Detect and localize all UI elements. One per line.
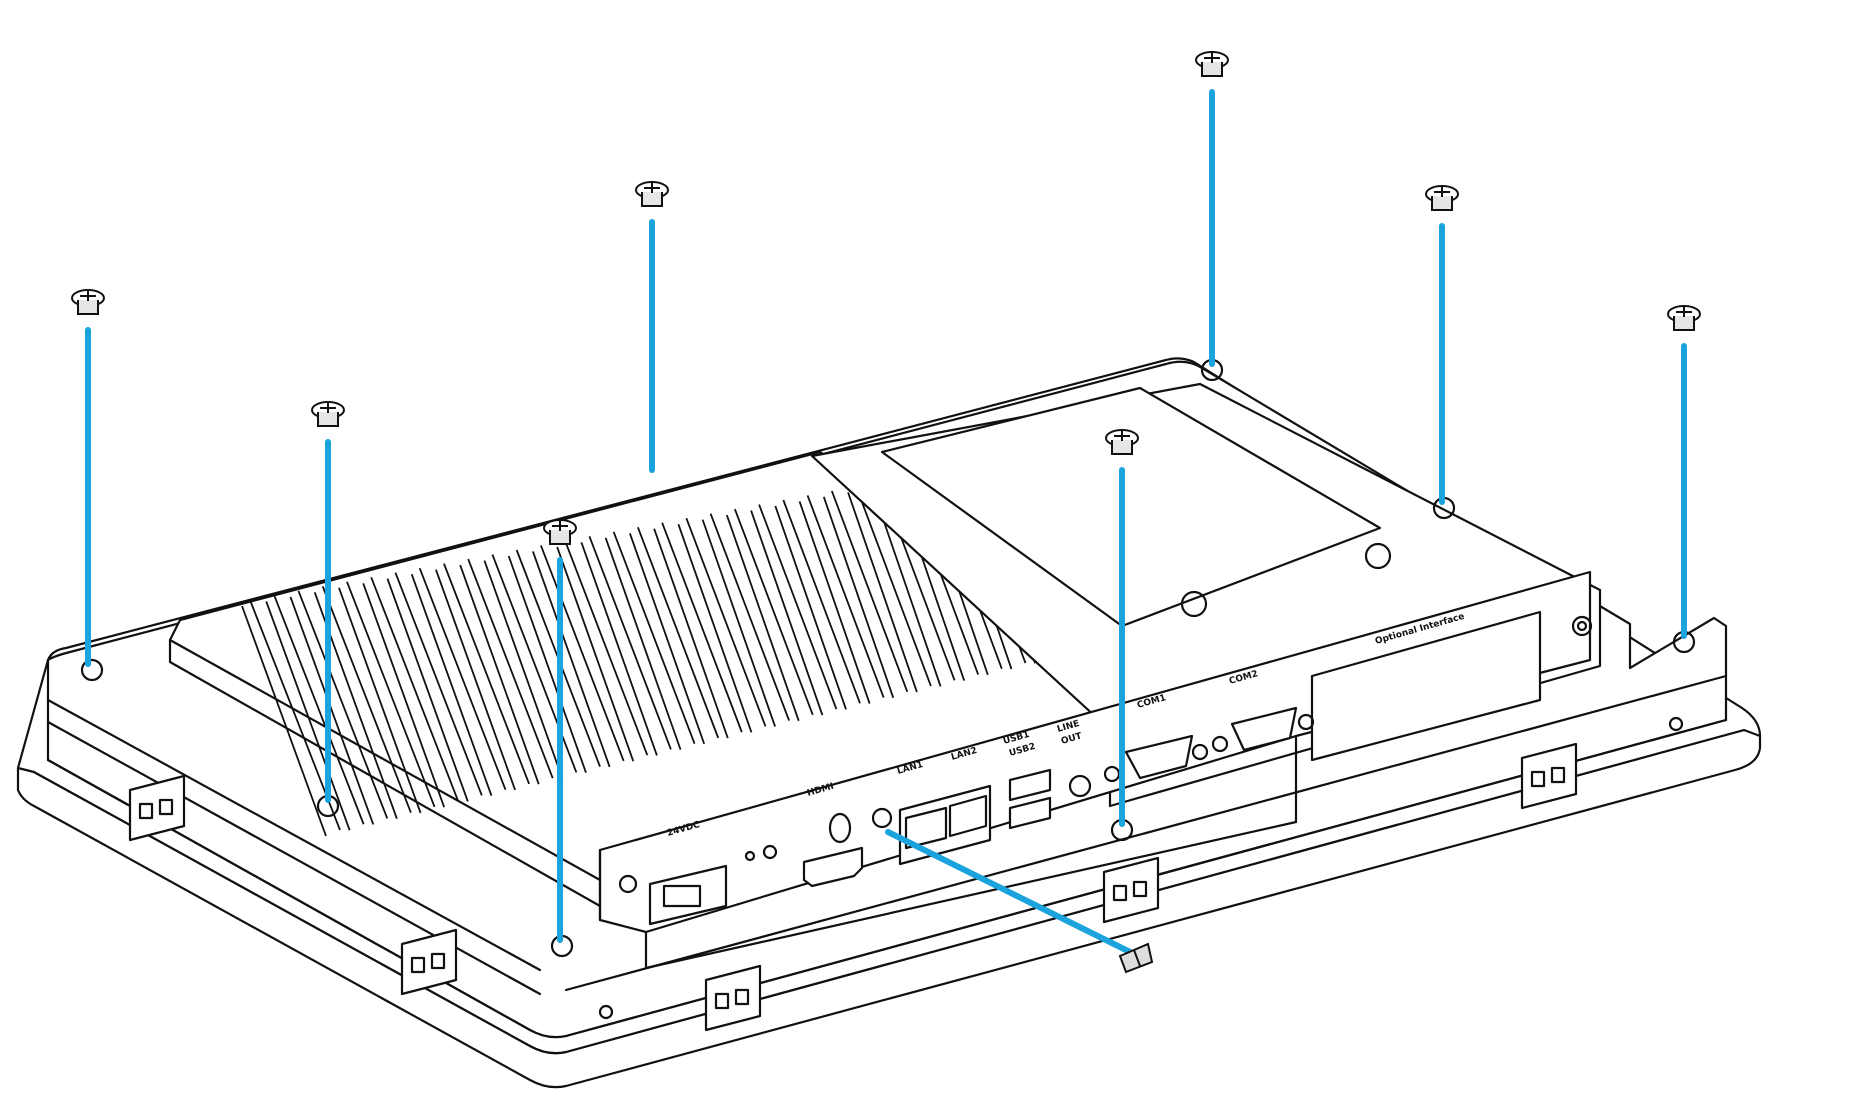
- side-screw: [1118, 942, 1154, 974]
- screw-icon: [1105, 429, 1139, 455]
- mount-hole-inner: [1576, 620, 1588, 632]
- com-screw: [1211, 735, 1229, 753]
- heatsink-fin: [289, 590, 389, 825]
- clip-tab: [704, 964, 762, 1032]
- heatsink-fin: [847, 486, 932, 693]
- heatsink-fin: [677, 517, 767, 733]
- clip-tab: [1520, 742, 1578, 810]
- heatsink-fin: [798, 495, 885, 704]
- heatsink-fin: [532, 545, 625, 768]
- heatsink-fin: [338, 581, 436, 814]
- audio-jack-icon: [871, 807, 893, 829]
- guide-line-side: [885, 829, 1133, 955]
- heatsink-fin: [362, 576, 460, 808]
- clip-tab: [128, 774, 186, 842]
- heatsink-fin: [435, 563, 530, 791]
- mounting-hole: [598, 1004, 614, 1020]
- clip-tabs: [128, 742, 1578, 1032]
- serial-port-icon: [1124, 734, 1194, 780]
- power-connector-icon: [648, 864, 728, 926]
- hdmi-port-icon: [802, 846, 864, 888]
- clip-tab: [400, 928, 458, 996]
- heatsink-fin: [653, 522, 743, 739]
- heatsink-fin: [701, 513, 790, 727]
- heatsink-fin: [725, 508, 814, 722]
- heatsink-fin: [459, 558, 554, 785]
- mount-hole: [1364, 542, 1392, 570]
- mounting-hole: [80, 658, 104, 682]
- screw-icon: [1195, 51, 1229, 77]
- heatsink-fin: [410, 567, 507, 797]
- heatsink-fin: [822, 490, 909, 699]
- com-screw: [1297, 713, 1315, 731]
- screw-icon: [635, 181, 669, 207]
- audio-jack-icon: [1068, 774, 1092, 798]
- heatsink-fin: [774, 499, 861, 710]
- heatsink-fin: [386, 572, 483, 802]
- ground-icon: [762, 844, 778, 860]
- serial-port-icon: [1230, 706, 1298, 752]
- heatsink-fin: [556, 540, 649, 762]
- heatsink-fin: [604, 531, 696, 750]
- ground-screw: [744, 850, 756, 862]
- heatsink-fin: [265, 595, 365, 831]
- housing-inner-line: [46, 674, 1728, 996]
- heatsink-fin: [580, 536, 672, 756]
- lan-port-icon: [948, 794, 988, 838]
- io-panel-lip: [598, 734, 1298, 970]
- screw-icon: [1425, 185, 1459, 211]
- power-connector-slot: [662, 884, 702, 908]
- usb-port-icon: [1008, 796, 1052, 830]
- mount-hole: [618, 874, 638, 894]
- mount-hole: [1571, 615, 1593, 637]
- guide-lines: [85, 89, 1687, 955]
- screws: [71, 51, 1701, 545]
- hdmi-cover: [828, 812, 852, 844]
- screw-icon: [543, 519, 577, 545]
- cover-plate: [880, 386, 1382, 628]
- screw-icon: [311, 401, 345, 427]
- io-panel-bottom: [644, 820, 1298, 970]
- mount-hole: [1180, 590, 1208, 618]
- heatsink-fin: [629, 526, 720, 745]
- usb-port-icon: [1008, 768, 1052, 802]
- screw-icon: [71, 289, 105, 315]
- com-screw: [1191, 743, 1209, 761]
- clip-tab: [1102, 856, 1160, 924]
- optional-interface-slot: [1310, 610, 1542, 762]
- screw-icon: [1667, 305, 1701, 331]
- heatsink-fin: [750, 504, 838, 716]
- mounting-hole: [1668, 716, 1684, 732]
